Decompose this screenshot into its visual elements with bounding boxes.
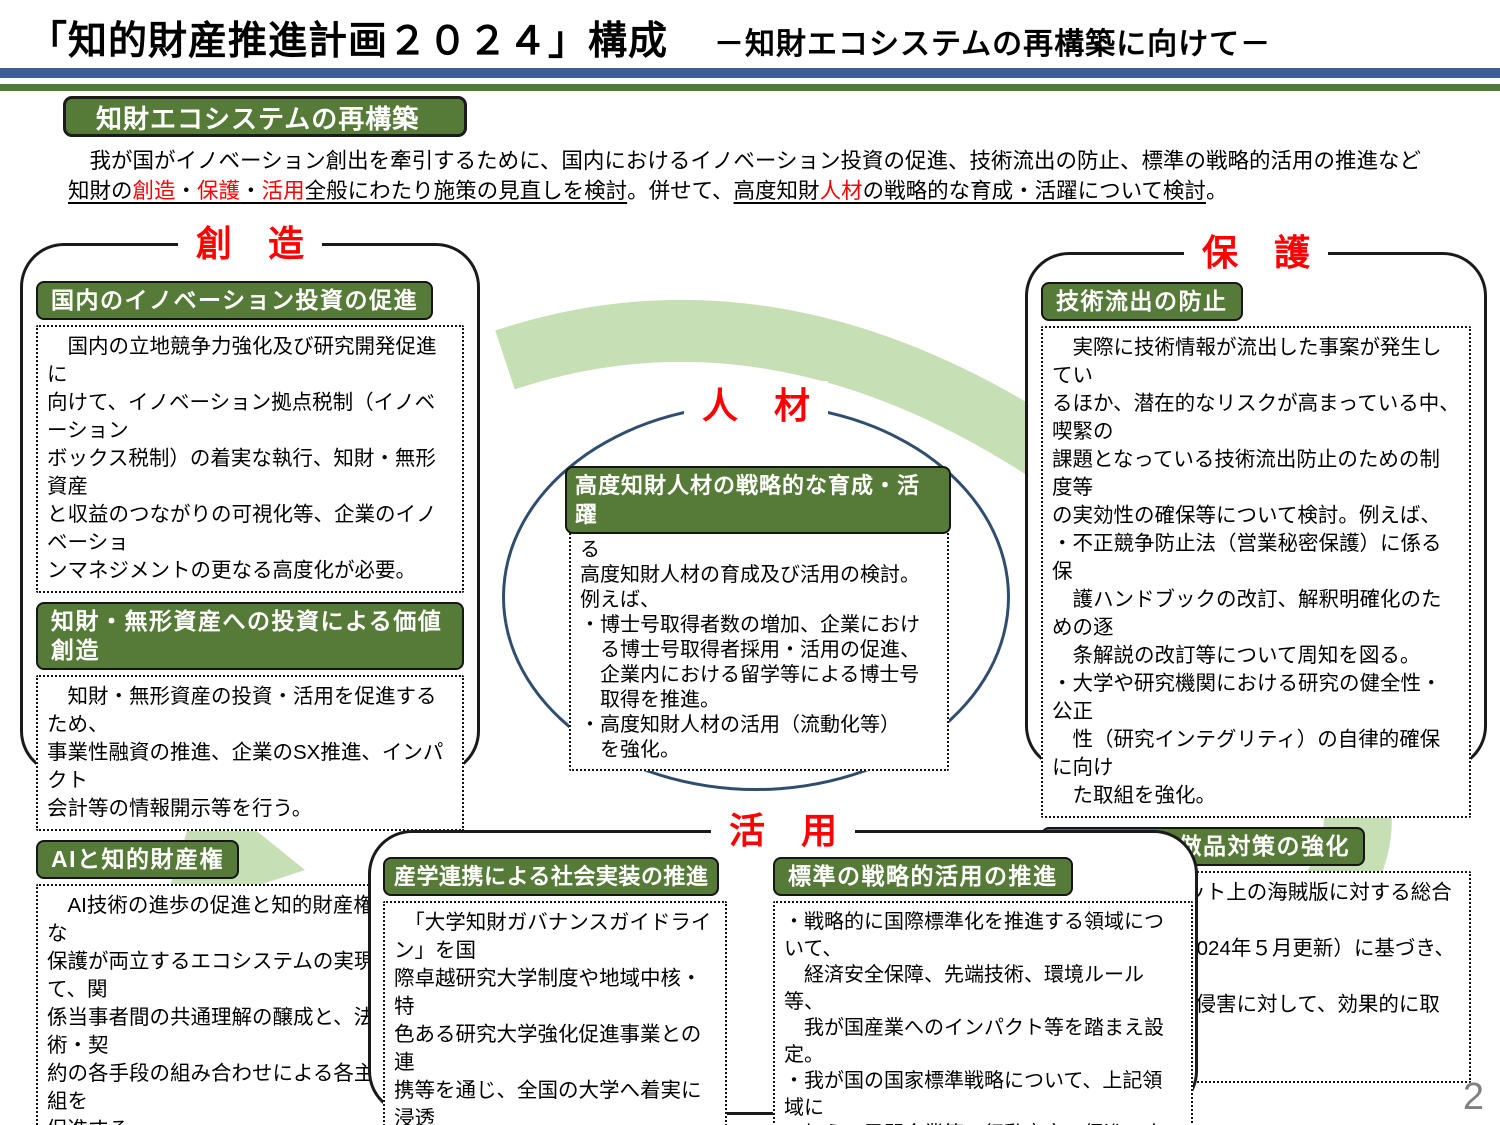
talent-label: 人 材 bbox=[683, 381, 829, 431]
intro-text: 。併せて、 bbox=[627, 179, 734, 203]
protection-box: 保 護 技術流出の防止 実際に技術情報が流出した事案が発生してい るほか、潜在的… bbox=[1025, 228, 1487, 1083]
intro-text: 高度知財 bbox=[733, 179, 820, 203]
creation-label: 創 造 bbox=[177, 219, 323, 269]
intro-text: 知財の bbox=[68, 179, 133, 203]
talent-heading: 高度知財人材の戦略的な育成・活躍 bbox=[565, 466, 951, 534]
utilization-content: 産学連携による社会実装の推進 「大学知財ガバナンスガイドライン」を国 際卓越研究… bbox=[383, 857, 1193, 1125]
intro-red-protection: 保護 bbox=[197, 179, 241, 203]
talent-ellipse: 人 材 高度知財人材の戦略的な育成・活躍 知財エコシステムの好循環を実現する 高… bbox=[502, 381, 1010, 791]
protection-label: 保 護 bbox=[1183, 228, 1329, 278]
page-title: 「知的財産推進計画２０２４」構成 －知財エコシステムの再構築に向けて－ bbox=[28, 10, 1271, 66]
intro-text: ・ bbox=[240, 179, 262, 203]
intro-text: 全般にわたり施策の見直しを検討 bbox=[304, 179, 628, 203]
creation-heading-3: AIと知的財産権 bbox=[36, 840, 239, 879]
intro-text: 。 bbox=[1205, 179, 1228, 203]
utilization-column-left: 産学連携による社会実装の推進 「大学知財ガバナンスガイドライン」を国 際卓越研究… bbox=[383, 857, 727, 1125]
utilization-column-right: 標準の戦略的活用の推進 ・戦略的に国際標準化を推進する領域について、 経済安全保… bbox=[773, 857, 1193, 1125]
intro-line-2: 知財の創造・保護・活用全般にわたり施策の見直しを検討。併せて、高度知財人材の戦略… bbox=[68, 176, 1468, 206]
utilization-heading-1: 産学連携による社会実装の推進 bbox=[383, 857, 720, 896]
creation-content: 国内のイノベーション投資の促進 国内の立地競争力強化及び研究開発促進に 向けて、… bbox=[36, 281, 464, 1125]
intro-text: の戦略的な育成・活躍について検討 bbox=[862, 179, 1206, 203]
intro-text: ・ bbox=[175, 179, 198, 203]
intro-line-1: 我が国がイノベーション創出を牽引するために、国内におけるイノベーション投資の促進… bbox=[68, 149, 1422, 173]
protection-body-1: 実際に技術情報が流出した事案が発生してい るほか、潜在的なリスクが高まっている中… bbox=[1041, 326, 1471, 818]
intro-paragraph: 我が国がイノベーション創出を牽引するために、国内におけるイノベーション投資の促進… bbox=[68, 146, 1468, 206]
utilization-label: 活 用 bbox=[710, 806, 856, 856]
creation-body-1: 国内の立地競争力強化及び研究開発促進に 向けて、イノベーション拠点税制（イノベー… bbox=[36, 325, 464, 593]
utilization-body-2: ・戦略的に国際標準化を推進する領域について、 経済安全保障、先端技術、環境ルール… bbox=[773, 901, 1193, 1125]
page-title-main: 「知的財産推進計画２０２４」構成 bbox=[28, 20, 669, 63]
creation-body-2: 知財・無形資産の投資・活用を促進するため、 事業性融資の推進、企業のSX推進、イ… bbox=[36, 675, 464, 831]
utilization-box: 活 用 産学連携による社会実装の推進 「大学知財ガバナンスガイドライン」を国 際… bbox=[368, 806, 1198, 1125]
ecosystem-rebuild-badge: 知財エコシステムの再構築 bbox=[63, 96, 467, 137]
creation-heading-2: 知財・無形資産への投資による価値創造 bbox=[36, 602, 464, 670]
utilization-heading-2: 標準の戦略的活用の推進 bbox=[773, 857, 1073, 896]
creation-box: 創 造 国内のイノベーション投資の促進 国内の立地競争力強化及び研究開発促進に … bbox=[20, 219, 480, 1125]
intro-red-utilization: 活用 bbox=[261, 179, 305, 203]
intro-red-creation: 創造 bbox=[132, 179, 176, 203]
intro-underline-1: 知財の創造・保護・活用全般にわたり施策の見直しを検討 bbox=[68, 179, 627, 203]
talent-body: 知財エコシステムの好循環を実現する 高度知財人材の育成及び活用の検討。 例えば、… bbox=[569, 505, 949, 771]
intro-red-talent: 人材 bbox=[819, 179, 863, 203]
intro-underline-2: 高度知財人材の戦略的な育成・活躍について検討 bbox=[734, 179, 1206, 203]
arc-top-creation-to-protection bbox=[495, 299, 1062, 477]
title-underline-blue bbox=[0, 68, 1500, 78]
title-underline-green bbox=[0, 84, 1500, 91]
utilization-body-1: 「大学知財ガバナンスガイドライン」を国 際卓越研究大学制度や地域中核・特 色ある… bbox=[383, 901, 727, 1125]
page-title-sub: －知財エコシステムの再構築に向けて－ bbox=[714, 28, 1272, 61]
creation-heading-1: 国内のイノベーション投資の促進 bbox=[36, 281, 434, 320]
protection-heading-1: 技術流出の防止 bbox=[1041, 282, 1243, 321]
page-number: 2 bbox=[1462, 1076, 1484, 1118]
